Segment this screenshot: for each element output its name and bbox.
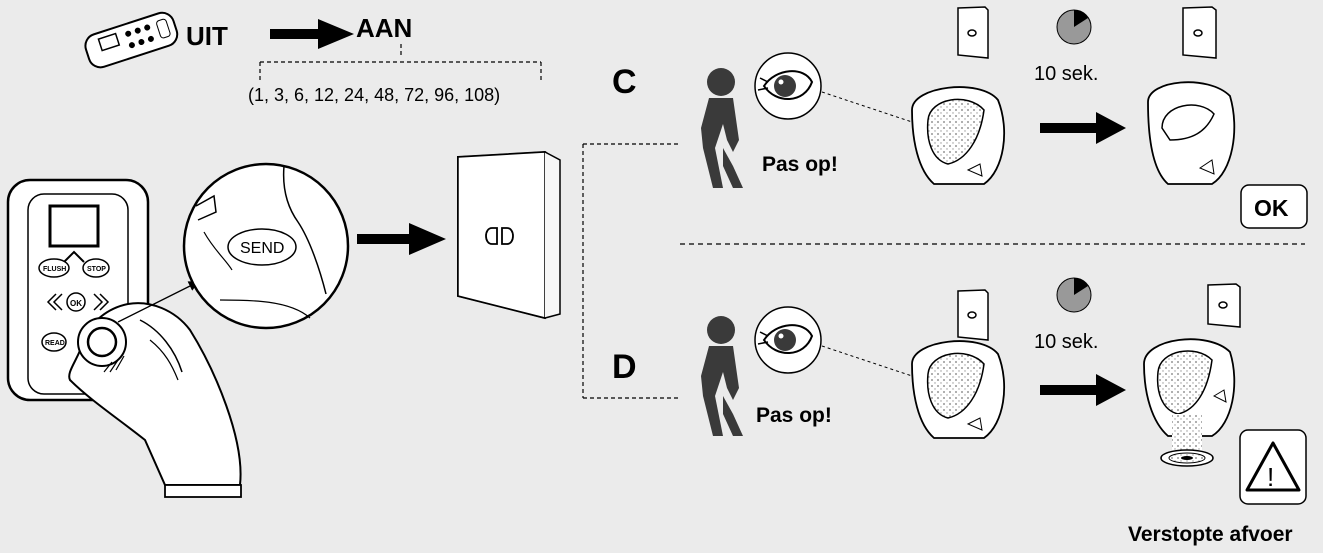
uit-label: UIT <box>186 21 228 51</box>
small-sensor-icon-2 <box>1182 6 1217 59</box>
sensor-panel <box>457 150 561 320</box>
pas-op-warning: Pas op! <box>762 153 838 176</box>
warning-triangle-icon: ! <box>1239 429 1307 505</box>
pas-op-warning: Pas op! <box>756 404 832 427</box>
branch-lines <box>582 143 680 399</box>
eye-icon <box>754 52 822 120</box>
scenario-d-letter: D <box>612 348 637 386</box>
person-icon <box>701 316 743 436</box>
zoom-circle: SEND <box>182 162 350 330</box>
urinal-spray-icon <box>911 340 1005 439</box>
timer-pie-icon <box>1056 277 1092 313</box>
svg-text:FLUSH: FLUSH <box>43 266 66 273</box>
svg-text:STOP: STOP <box>87 266 106 273</box>
sensor-eye-icon <box>485 227 514 245</box>
person-icon <box>701 68 743 188</box>
result-arrow <box>1040 112 1126 144</box>
remote-display <box>48 204 100 248</box>
svg-text:!: ! <box>1267 462 1274 492</box>
send-button[interactable] <box>227 228 297 266</box>
scenario-c-letter: C <box>612 63 637 101</box>
remote-flush-button[interactable] <box>38 258 70 278</box>
uit-to-aan-arrow <box>270 19 354 49</box>
timer-label: 10 sek. <box>1034 63 1098 85</box>
remote-ok-button[interactable] <box>66 292 86 312</box>
urinal-spray-icon <box>911 86 1005 185</box>
scenario-c: Pas op! 10 sek. <box>701 6 1308 229</box>
small-remote-icon <box>84 11 179 69</box>
svg-text:SEND: SEND <box>240 240 284 257</box>
small-sensor-icon <box>957 6 989 59</box>
remote-up-chevron-icon <box>63 250 85 263</box>
svg-text:OK: OK <box>70 299 82 308</box>
urinal-overflow-icon <box>1143 338 1236 467</box>
small-sensor-icon <box>957 289 989 341</box>
scenario-d: Pas op! 10 sek. <box>701 277 1307 546</box>
hand-icon <box>68 302 242 498</box>
urinal-clean-icon <box>1147 81 1236 185</box>
options-bracket <box>259 44 542 80</box>
remote-left-chevron-icon <box>46 293 63 311</box>
remote-right-chevron-icon <box>93 293 110 311</box>
send-arrow <box>357 223 446 255</box>
timer-pie-icon <box>1056 9 1092 45</box>
remote-read-button[interactable] <box>41 332 67 352</box>
aan-label: AAN <box>356 13 412 43</box>
blocked-drain-label: Verstopte afvoer <box>1128 523 1293 546</box>
interval-options: (1, 3, 6, 12, 24, 48, 72, 96, 108) <box>248 85 500 105</box>
ok-result-button[interactable]: OK <box>1240 184 1308 229</box>
result-arrow <box>1040 374 1126 406</box>
small-sensor-icon-2 <box>1207 283 1241 328</box>
eye-icon <box>754 306 822 374</box>
svg-text:OK: OK <box>1254 195 1289 221</box>
timer-label: 10 sek. <box>1034 331 1098 353</box>
svg-text:READ: READ <box>45 340 65 347</box>
remote-stop-button[interactable] <box>82 258 110 278</box>
zoom-pointer-line <box>117 281 200 323</box>
